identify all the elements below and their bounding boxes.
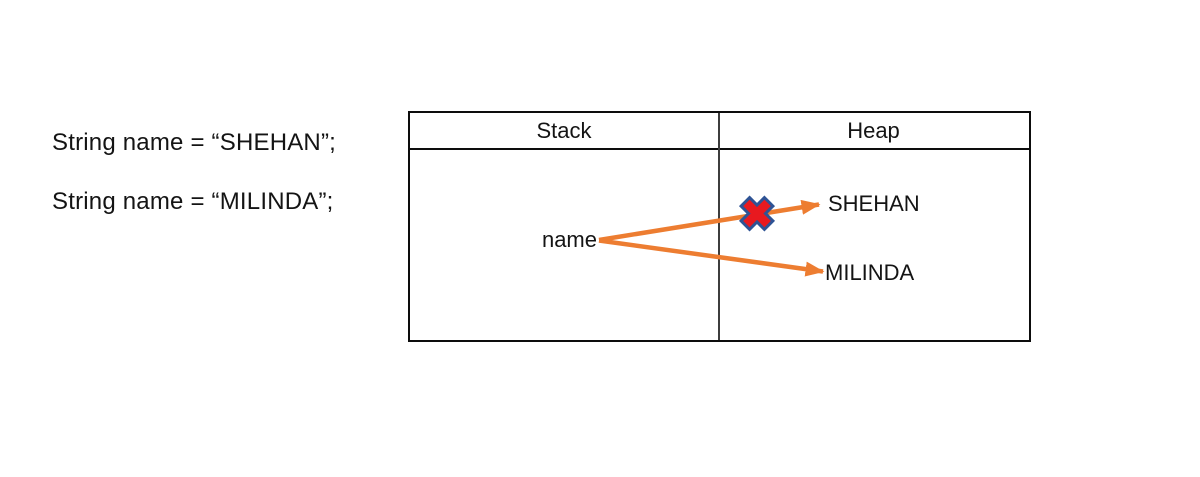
code-block: String name = “SHEHAN”; String name = “M… — [52, 129, 336, 216]
heap-column-header: Heap — [847, 117, 900, 143]
heap-value-milinda: MILINDA — [825, 260, 915, 285]
stack-column-header: Stack — [536, 117, 592, 143]
column-divider — [718, 113, 720, 340]
stack-variable-label: name — [541, 227, 597, 252]
code-line-1: String name = “SHEHAN”; — [52, 129, 337, 156]
code-line-2: String name = “MILINDA”; — [52, 188, 334, 215]
memory-table: Stack Heap — [408, 111, 1031, 342]
table-header-row: Stack Heap — [410, 113, 1029, 150]
heap-value-shehan: SHEHAN — [828, 191, 920, 216]
